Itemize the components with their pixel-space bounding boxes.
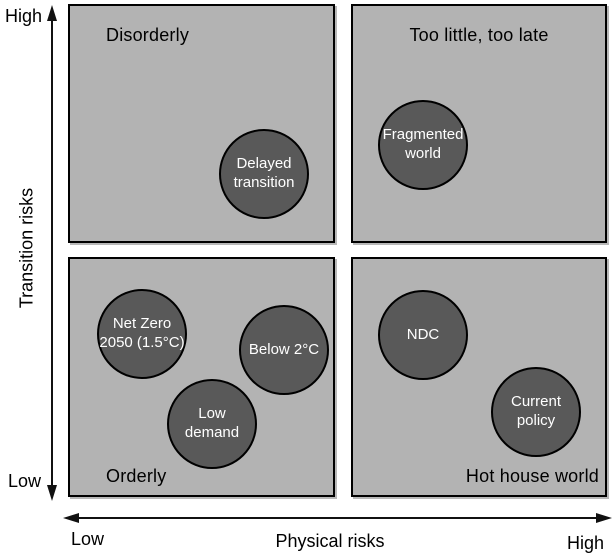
scenario-label: Net Zero 2050 (1.5°C) <box>99 315 185 351</box>
scenario-delayed-transition: Delayed transition <box>219 129 309 219</box>
quadrant-label: Disorderly <box>106 25 190 45</box>
scenario-net-zero-2050: Net Zero 2050 (1.5°C) <box>97 289 187 379</box>
scenario-label: NDC <box>406 325 440 343</box>
quadrant-label: Too little, too late <box>409 25 549 45</box>
y-axis-low-label: Low <box>8 471 42 491</box>
x-axis-high-label: High <box>567 533 605 553</box>
scenario-label: Fragmented world <box>382 126 464 162</box>
y-axis-arrow <box>47 5 57 501</box>
scenario-label: Below 2°C <box>248 340 320 358</box>
quadrant-hot-house-world: Hot house world <box>351 257 607 497</box>
quadrant-label: Orderly <box>106 466 167 486</box>
scenario-label: Low demand <box>184 405 240 441</box>
scenario-label: Current policy <box>510 393 562 429</box>
scenario-fragmented-world: Fragmented world <box>378 100 468 190</box>
x-axis-arrow <box>63 513 612 523</box>
quadrant-label: Hot house world <box>465 466 599 486</box>
scenario-low-demand: Low demand <box>167 379 257 469</box>
y-axis-high-label: High <box>5 6 43 26</box>
x-axis-low-label: Low <box>71 529 105 549</box>
scenario-below-2c: Below 2°C <box>239 305 329 395</box>
scenario-ndc: NDC <box>378 290 468 380</box>
x-axis-title: Physical risks <box>275 531 385 551</box>
quadrant-disorderly: Disorderly <box>68 4 335 243</box>
y-axis-title: Transition risks <box>16 187 37 309</box>
scenario-current-policy: Current policy <box>491 367 581 457</box>
scenario-label: Delayed transition <box>233 155 295 191</box>
